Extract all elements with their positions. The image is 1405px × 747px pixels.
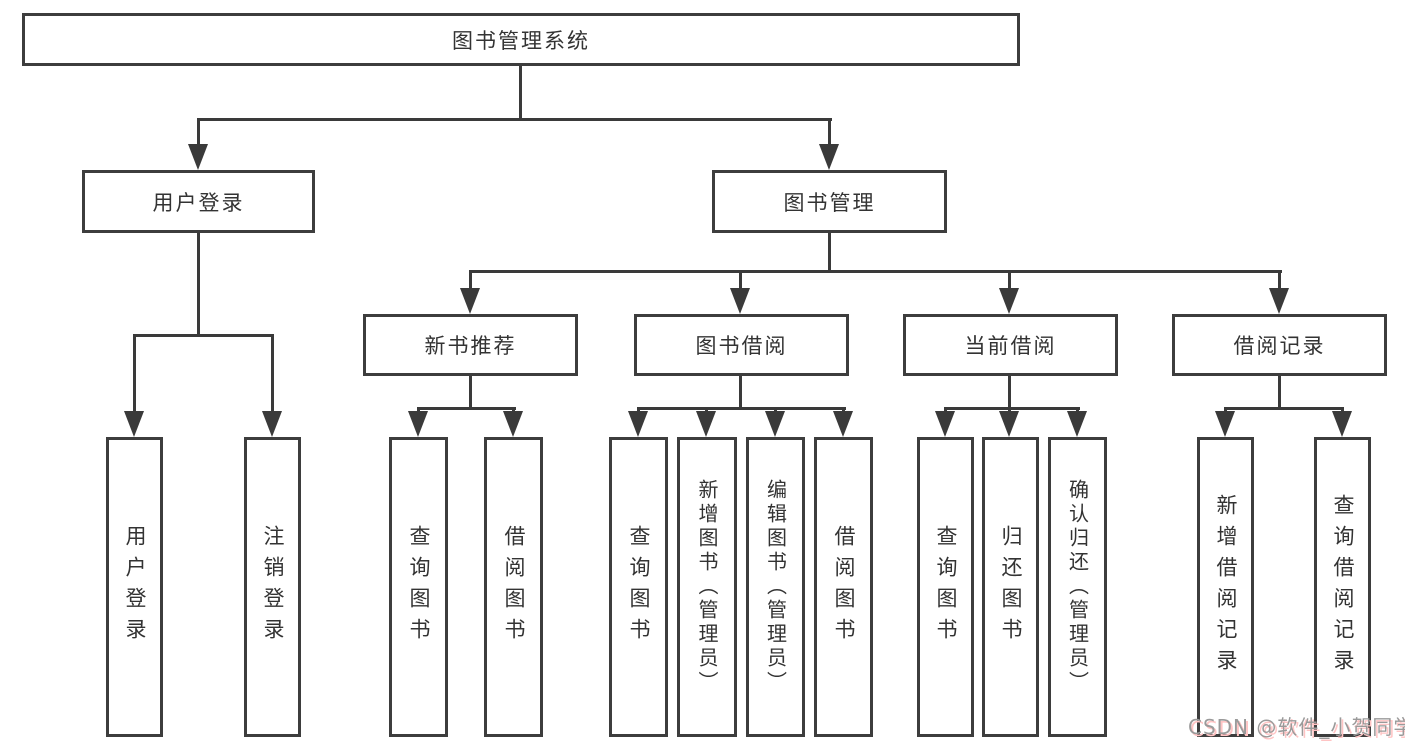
connector-drop-leaf-login bbox=[133, 334, 136, 414]
connector-book-borrow-branch bbox=[637, 407, 846, 410]
arrow-down-icon bbox=[696, 411, 716, 437]
connector-book-borrow-stem bbox=[739, 376, 742, 410]
node-book-borrowing: 图书借阅 bbox=[634, 314, 849, 376]
node-library-system: 图书管理系统 bbox=[22, 13, 1020, 66]
connector-user-login-stem bbox=[197, 233, 200, 337]
arrow-down-icon bbox=[999, 411, 1019, 437]
arrow-down-icon bbox=[999, 288, 1019, 314]
arrow-down-icon bbox=[833, 411, 853, 437]
connector-new-book-stem bbox=[469, 376, 472, 410]
leaf-confirm-return-admin: 确认归还（管理员） bbox=[1048, 437, 1107, 737]
arrow-down-icon bbox=[1067, 411, 1087, 437]
arrow-down-icon bbox=[935, 411, 955, 437]
connector-drop-borrow-records bbox=[1278, 270, 1281, 291]
connector-drop-user-login bbox=[197, 118, 200, 148]
leaf-query-books: 查询图书 bbox=[609, 437, 668, 737]
connector-new-book-branch bbox=[417, 407, 516, 410]
arrow-down-icon bbox=[1269, 288, 1289, 314]
connector-level1-branch bbox=[197, 118, 832, 121]
connector-drop-book-management bbox=[828, 118, 831, 148]
arrow-down-icon bbox=[1215, 411, 1235, 437]
node-new-book-recommendation: 新书推荐 bbox=[363, 314, 578, 376]
connector-current-borrow-branch bbox=[944, 407, 1080, 410]
leaf-borrow-books: 借阅图书 bbox=[814, 437, 873, 737]
arrow-down-icon bbox=[188, 144, 208, 170]
connector-drop-current-borrow bbox=[1008, 270, 1011, 291]
connector-drop-leaf-logout bbox=[271, 334, 274, 414]
arrow-down-icon bbox=[460, 288, 480, 314]
leaf-return-books: 归还图书 bbox=[982, 437, 1039, 737]
node-borrowing-records: 借阅记录 bbox=[1172, 314, 1387, 376]
leaf-borrow-books: 借阅图书 bbox=[484, 437, 543, 737]
leaf-user-login: 用户登录 bbox=[106, 437, 163, 737]
connector-user-login-branch bbox=[133, 334, 274, 337]
arrow-down-icon bbox=[503, 411, 523, 437]
connector-level3-branch bbox=[469, 270, 1282, 273]
arrow-down-icon bbox=[124, 411, 144, 437]
arrow-down-icon bbox=[819, 144, 839, 170]
leaf-logout: 注销登录 bbox=[244, 437, 301, 737]
connector-book-management-stem bbox=[828, 233, 831, 273]
node-user-login: 用户登录 bbox=[82, 170, 315, 233]
connector-current-borrow-stem bbox=[1008, 376, 1011, 410]
connector-drop-new-book bbox=[469, 270, 472, 291]
arrow-down-icon bbox=[765, 411, 785, 437]
leaf-add-books-admin: 新增图书（管理员） bbox=[677, 437, 737, 737]
arrow-down-icon bbox=[730, 288, 750, 314]
arrow-down-icon bbox=[408, 411, 428, 437]
csdn-watermark: CSDN @软件_小贺同学 bbox=[1188, 715, 1405, 739]
leaf-add-borrow-record: 新增借阅记录 bbox=[1197, 437, 1254, 737]
leaf-query-books: 查询图书 bbox=[389, 437, 448, 737]
arrow-down-icon bbox=[628, 411, 648, 437]
arrow-down-icon bbox=[262, 411, 282, 437]
connector-drop-book-borrow bbox=[739, 270, 742, 291]
connector-root-stem bbox=[519, 66, 522, 120]
node-book-management: 图书管理 bbox=[712, 170, 947, 233]
leaf-query-books: 查询图书 bbox=[917, 437, 974, 737]
node-current-borrowing: 当前借阅 bbox=[903, 314, 1118, 376]
leaf-query-borrow-record: 查询借阅记录 bbox=[1314, 437, 1371, 737]
connector-borrow-records-branch bbox=[1224, 407, 1344, 410]
arrow-down-icon bbox=[1332, 411, 1352, 437]
connector-borrow-records-stem bbox=[1278, 376, 1281, 410]
leaf-edit-books-admin: 编辑图书（管理员） bbox=[746, 437, 805, 737]
